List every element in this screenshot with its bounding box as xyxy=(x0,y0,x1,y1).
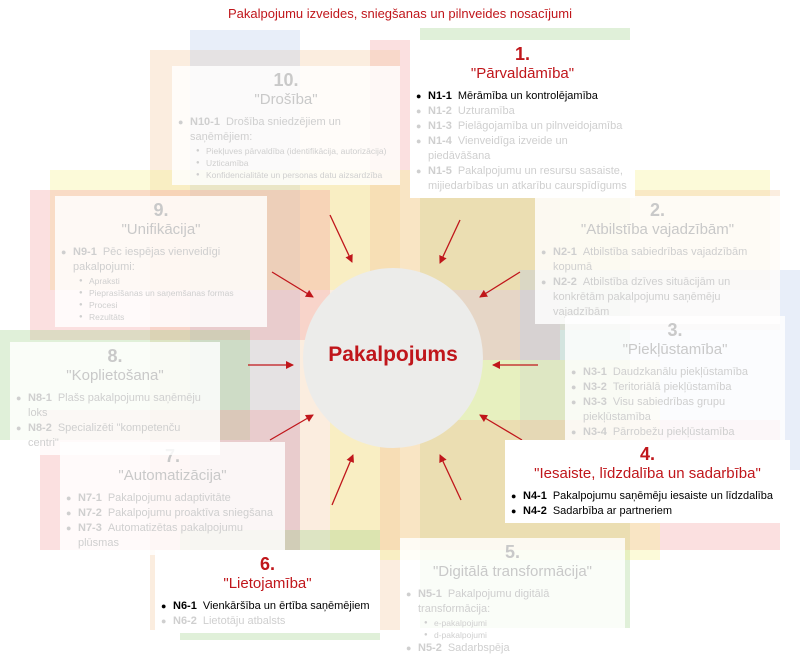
page-title: Pakalpojumu izveides, sniegšanas un piln… xyxy=(228,6,572,21)
panel-title: "Piekļūstamība" xyxy=(622,341,728,358)
sub-item: Pieprasīšanas un saņemšanas formas xyxy=(61,287,261,299)
panel-title: "Automatizācija" xyxy=(118,467,227,484)
panel-number: 9. xyxy=(153,200,169,220)
panel-number: 2. xyxy=(649,200,665,220)
panel-title: "Drošība" xyxy=(254,91,318,108)
panel-title: "Digitālā transformācija" xyxy=(432,563,593,580)
sub-item: Apraksti xyxy=(61,275,261,287)
sub-item: Piekļuves pārvaldība (identifikācija, au… xyxy=(178,145,394,157)
panel-title: "Iesaiste, līdzdalība un sadarbība" xyxy=(534,465,761,482)
center-circle xyxy=(303,268,483,448)
panel-number: 6. xyxy=(259,554,275,574)
panel-title: "Unifikācija" xyxy=(121,221,201,238)
panel-number: 3. xyxy=(667,320,683,340)
sub-item: Procesi xyxy=(61,299,261,311)
panel-number: 1. xyxy=(514,44,530,64)
panel-title: "Atbilstība vajadzībām" xyxy=(580,221,735,238)
sub-item: Rezultāts xyxy=(61,311,261,323)
sub-item: Uzticamība xyxy=(178,157,394,169)
panel-2: 2. "Atbilstība vajadzībām" N2-1Atbilstīb… xyxy=(535,196,780,324)
panel-number: 10. xyxy=(273,70,299,90)
panel-title: "Pārvaldāmība" xyxy=(470,65,575,82)
panel-title: "Lietojamība" xyxy=(223,575,312,592)
sub-item: e-pakalpojumi xyxy=(406,617,619,629)
center-label: Pakalpojums xyxy=(328,343,458,366)
panel-5: 5. "Digitālā transformācija" N5-1Pakalpo… xyxy=(400,538,625,660)
sub-item: Konfidencialitāte un personas datu aizsa… xyxy=(178,169,394,181)
panel-number: 4. xyxy=(639,444,655,464)
panel-number: 8. xyxy=(107,346,123,366)
sub-item: d-pakalpojumi xyxy=(406,629,619,641)
panel-4: 4. "Iesaiste, līdzdalība un sadarbība" N… xyxy=(505,440,790,523)
panel-title: "Koplietošana" xyxy=(66,367,164,384)
panel-number: 5. xyxy=(504,542,520,562)
